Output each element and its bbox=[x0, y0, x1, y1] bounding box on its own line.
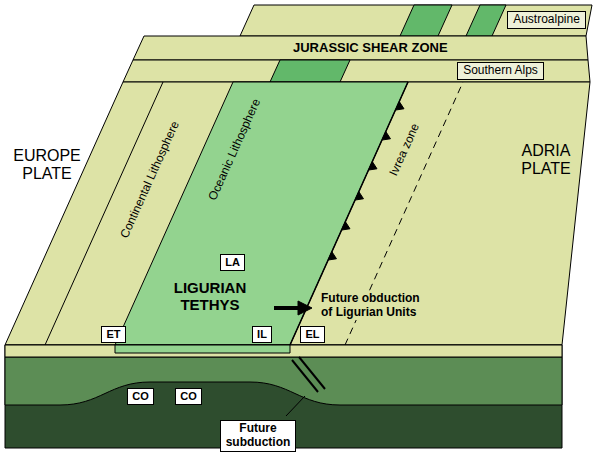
region-box: Austroalpine bbox=[507, 11, 586, 29]
southern-alps-strip bbox=[123, 60, 590, 82]
ocean-strip bbox=[466, 5, 506, 36]
crust-layer bbox=[5, 345, 562, 357]
ocean-strip bbox=[270, 60, 350, 82]
location-box: LA bbox=[220, 254, 245, 271]
location-box: IL bbox=[252, 326, 272, 343]
thrust-tooth bbox=[382, 132, 390, 140]
node-text: Austroalpine bbox=[513, 13, 580, 27]
node-text: Future subduction bbox=[225, 422, 291, 450]
node-text: ET bbox=[106, 328, 121, 341]
thrust-tooth bbox=[342, 222, 350, 230]
thrust-tooth bbox=[355, 192, 363, 200]
location-box: CO bbox=[127, 388, 154, 405]
ocean-strip bbox=[400, 5, 452, 36]
band-label: Continental Lithosphere bbox=[118, 119, 183, 240]
region-box: Southern Alps bbox=[457, 62, 544, 80]
ocean-label: LIGURIAN TETHYS bbox=[165, 279, 255, 314]
node-text: Southern Alps bbox=[463, 64, 538, 78]
location-box: ET bbox=[101, 326, 126, 343]
shear-zone-band bbox=[133, 36, 588, 60]
process-note: Future obduction of Ligurian Units bbox=[319, 292, 431, 320]
node-text: CO bbox=[132, 390, 149, 403]
thrust-tooth bbox=[328, 252, 336, 260]
band-label: Ivrea zone bbox=[387, 122, 423, 179]
obduction-arrow bbox=[274, 306, 300, 310]
boundary-line bbox=[45, 82, 163, 345]
mantle-upper bbox=[5, 357, 562, 405]
thrust-tooth bbox=[369, 162, 377, 170]
location-box: CO bbox=[175, 388, 202, 405]
plate-top-face bbox=[5, 82, 590, 345]
fault-line bbox=[299, 357, 325, 389]
thrust-tooth bbox=[396, 102, 404, 110]
node-text: EL bbox=[305, 328, 320, 341]
band-label: Oceanic Lithosphere bbox=[206, 97, 264, 203]
plate-label: ADRIA PLATE bbox=[507, 142, 585, 179]
location-box: EL bbox=[300, 326, 325, 343]
node-text: LA bbox=[225, 256, 240, 269]
plate-label: EUROPE PLATE bbox=[8, 147, 86, 184]
node-text: CO bbox=[180, 390, 197, 403]
zone-label: JURASSIC SHEAR ZONE bbox=[293, 41, 448, 56]
node-text: IL bbox=[257, 328, 267, 341]
oceanic-crust bbox=[115, 345, 290, 353]
leader-line bbox=[286, 396, 305, 416]
austroalpine-block bbox=[240, 5, 592, 36]
note-box: Future subduction bbox=[220, 420, 296, 452]
